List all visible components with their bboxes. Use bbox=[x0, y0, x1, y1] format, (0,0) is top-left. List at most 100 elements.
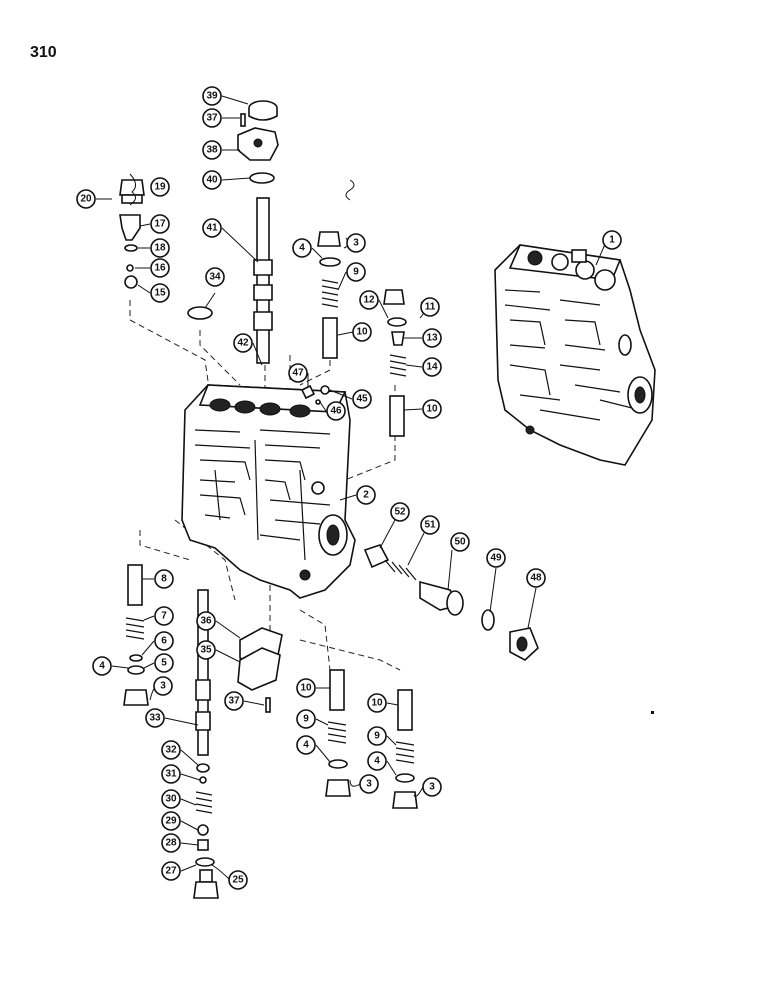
svg-text:7: 7 bbox=[161, 611, 167, 622]
callout-10: 10 bbox=[352, 322, 372, 342]
callout-leaders bbox=[96, 95, 607, 881]
callout-9: 9 bbox=[367, 726, 387, 746]
svg-text:46: 46 bbox=[330, 406, 342, 417]
callout-37: 37 bbox=[202, 108, 222, 128]
callout-52: 52 bbox=[390, 502, 410, 522]
svg-text:27: 27 bbox=[165, 866, 177, 877]
svg-text:25: 25 bbox=[232, 875, 244, 886]
callout-2: 2 bbox=[356, 485, 376, 505]
svg-text:6: 6 bbox=[161, 636, 167, 647]
svg-text:3: 3 bbox=[366, 779, 372, 790]
callout-3: 3 bbox=[346, 233, 366, 253]
svg-text:50: 50 bbox=[454, 537, 466, 548]
cover-plate bbox=[237, 627, 283, 713]
svg-text:52: 52 bbox=[394, 507, 406, 518]
callout-40: 40 bbox=[202, 170, 222, 190]
callout-18: 18 bbox=[150, 238, 170, 258]
svg-text:39: 39 bbox=[206, 91, 218, 102]
callout-4: 4 bbox=[92, 656, 112, 676]
callout-13: 13 bbox=[422, 328, 442, 348]
svg-text:48: 48 bbox=[530, 573, 542, 584]
callout-32: 32 bbox=[161, 740, 181, 760]
callout-34: 34 bbox=[205, 267, 225, 287]
callout-9: 9 bbox=[346, 262, 366, 282]
callout-38: 38 bbox=[202, 140, 222, 160]
callout-47: 47 bbox=[288, 363, 308, 383]
callout-9: 9 bbox=[296, 709, 316, 729]
svg-text:10: 10 bbox=[371, 698, 383, 709]
spool-stacks-bottom-right bbox=[325, 669, 418, 809]
svg-text:3: 3 bbox=[160, 681, 166, 692]
callout-49: 49 bbox=[486, 548, 506, 568]
svg-text:13: 13 bbox=[426, 333, 438, 344]
callout-31: 31 bbox=[161, 764, 181, 784]
callout-19: 19 bbox=[150, 177, 170, 197]
valve-body-assembled bbox=[494, 244, 656, 466]
plug-stack-top-right bbox=[300, 231, 407, 437]
svg-text:34: 34 bbox=[209, 272, 221, 283]
svg-text:10: 10 bbox=[300, 683, 312, 694]
page-number: 310 bbox=[30, 44, 57, 61]
svg-text:9: 9 bbox=[303, 714, 309, 725]
svg-text:36: 36 bbox=[200, 616, 212, 627]
callout-50: 50 bbox=[450, 532, 470, 552]
svg-text:9: 9 bbox=[374, 731, 380, 742]
callout-41: 41 bbox=[202, 218, 222, 238]
svg-text:8: 8 bbox=[161, 574, 167, 585]
callout-25: 25 bbox=[228, 870, 248, 890]
svg-text:11: 11 bbox=[425, 302, 436, 313]
callout-39: 39 bbox=[202, 86, 222, 106]
callout-45: 45 bbox=[352, 389, 372, 409]
svg-text:19: 19 bbox=[154, 182, 166, 193]
callout-35: 35 bbox=[196, 640, 216, 660]
plug-stack-top-left bbox=[119, 179, 145, 289]
callout-1: 1 bbox=[602, 230, 622, 250]
callout-36: 36 bbox=[196, 611, 216, 631]
callout-16: 16 bbox=[150, 258, 170, 278]
svg-text:9: 9 bbox=[353, 267, 359, 278]
relief-valve-assembly bbox=[363, 544, 539, 661]
callout-29: 29 bbox=[161, 811, 181, 831]
svg-text:15: 15 bbox=[154, 288, 166, 299]
callout-51: 51 bbox=[420, 515, 440, 535]
svg-text:3: 3 bbox=[353, 238, 359, 249]
svg-text:35: 35 bbox=[200, 645, 212, 656]
svg-text:2: 2 bbox=[363, 490, 369, 501]
callout-4: 4 bbox=[292, 238, 312, 258]
svg-text:31: 31 bbox=[165, 769, 177, 780]
svg-text:20: 20 bbox=[80, 194, 92, 205]
callout-10: 10 bbox=[422, 399, 442, 419]
svg-text:4: 4 bbox=[303, 740, 309, 751]
svg-text:45: 45 bbox=[356, 394, 368, 405]
callout-28: 28 bbox=[161, 833, 181, 853]
svg-text:28: 28 bbox=[165, 838, 177, 849]
svg-text:4: 4 bbox=[99, 661, 105, 672]
svg-text:17: 17 bbox=[154, 219, 166, 230]
svg-text:10: 10 bbox=[426, 404, 438, 415]
callout-30: 30 bbox=[161, 789, 181, 809]
svg-text:37: 37 bbox=[228, 696, 240, 707]
svg-text:4: 4 bbox=[374, 756, 380, 767]
callout-15: 15 bbox=[150, 283, 170, 303]
callout-4: 4 bbox=[296, 735, 316, 755]
callout-6: 6 bbox=[154, 631, 174, 651]
top-spool-assembly bbox=[187, 100, 279, 364]
callout-14: 14 bbox=[422, 357, 442, 377]
svg-text:29: 29 bbox=[165, 816, 177, 827]
callout-5: 5 bbox=[154, 653, 174, 673]
callout-20: 20 bbox=[76, 189, 96, 209]
svg-text:4: 4 bbox=[299, 243, 305, 254]
callout-37: 37 bbox=[224, 691, 244, 711]
svg-text:12: 12 bbox=[363, 295, 375, 306]
callout-12: 12 bbox=[359, 290, 379, 310]
svg-text:32: 32 bbox=[165, 745, 177, 756]
callout-33: 33 bbox=[145, 708, 165, 728]
svg-text:41: 41 bbox=[206, 223, 218, 234]
svg-text:30: 30 bbox=[165, 794, 177, 805]
callout-10: 10 bbox=[296, 678, 316, 698]
svg-text:10: 10 bbox=[356, 327, 368, 338]
callout-4: 4 bbox=[367, 751, 387, 771]
svg-text:37: 37 bbox=[206, 113, 218, 124]
spool-stack-bottom-left bbox=[123, 564, 219, 899]
